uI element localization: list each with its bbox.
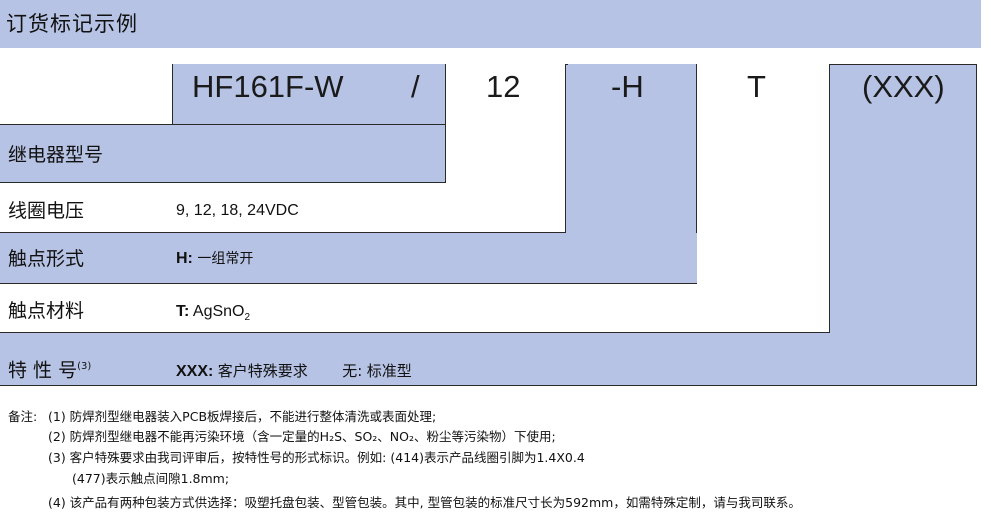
form-value: H: 一组常开 bbox=[176, 249, 253, 269]
model-label-fill bbox=[0, 124, 446, 183]
material-formula-sub: 2 bbox=[244, 312, 251, 324]
special-value: XXX: 客户特殊要求 无: 标准型 bbox=[176, 361, 412, 382]
form-label: 触点形式 bbox=[8, 248, 85, 270]
form-row-fill bbox=[0, 233, 697, 284]
special-none-key: 无: bbox=[342, 362, 363, 380]
special-text: 客户特殊要求 bbox=[217, 362, 308, 380]
note-2: (2) 防焊剂型继电器不能再污染环境（含一定量的H₂S、SO₂、NO₂、粉尘等污… bbox=[48, 429, 556, 444]
special-none-text: 标准型 bbox=[366, 362, 412, 380]
material-key: T: bbox=[176, 303, 190, 320]
code-material: T bbox=[747, 69, 766, 104]
special-label: 特 性 号(3) bbox=[8, 356, 91, 381]
page-title: 订货标记示例 bbox=[0, 0, 981, 48]
material-formula: AgSnO bbox=[192, 303, 245, 320]
note-1: (1) 防焊剂型继电器装入PCB板焊接后，不能进行整体清洗或表面处理; bbox=[48, 409, 437, 424]
material-label: 触点材料 bbox=[8, 300, 85, 322]
code-voltage: 12 bbox=[486, 69, 521, 104]
code-model: HF161F-W bbox=[192, 69, 344, 104]
voltage-row bbox=[0, 183, 566, 233]
code-special: (XXX) bbox=[862, 69, 945, 104]
note-3b: (477)表示触点间隙1.8mm; bbox=[72, 471, 230, 486]
voltage-value: 9, 12, 18, 24VDC bbox=[176, 202, 299, 219]
notes-prefix: 备注: bbox=[8, 409, 38, 424]
special-label-sup: (3) bbox=[77, 361, 92, 372]
code-contact: -H bbox=[611, 69, 644, 104]
special-key: XXX: bbox=[176, 363, 214, 380]
form-key: H: bbox=[176, 250, 193, 267]
material-value: T: AgSnO2 bbox=[176, 302, 250, 328]
special-region-top bbox=[829, 64, 977, 65]
model-label: 继电器型号 bbox=[8, 144, 104, 166]
note-3: (3) 客户特殊要求由我司评审后，按特性号的形式标识。例如: (414)表示产品… bbox=[48, 450, 585, 465]
note-4: (4) 该产品有两种包装方式供选择：吸塑托盘包装、型管包装。其中, 型管包装的标… bbox=[48, 495, 801, 510]
code-slash: / bbox=[411, 69, 420, 104]
voltage-label: 线圈电压 bbox=[8, 200, 85, 222]
form-text: 一组常开 bbox=[197, 251, 254, 267]
special-label-text: 特 性 号 bbox=[8, 359, 78, 382]
voltage-col bbox=[445, 64, 566, 184]
